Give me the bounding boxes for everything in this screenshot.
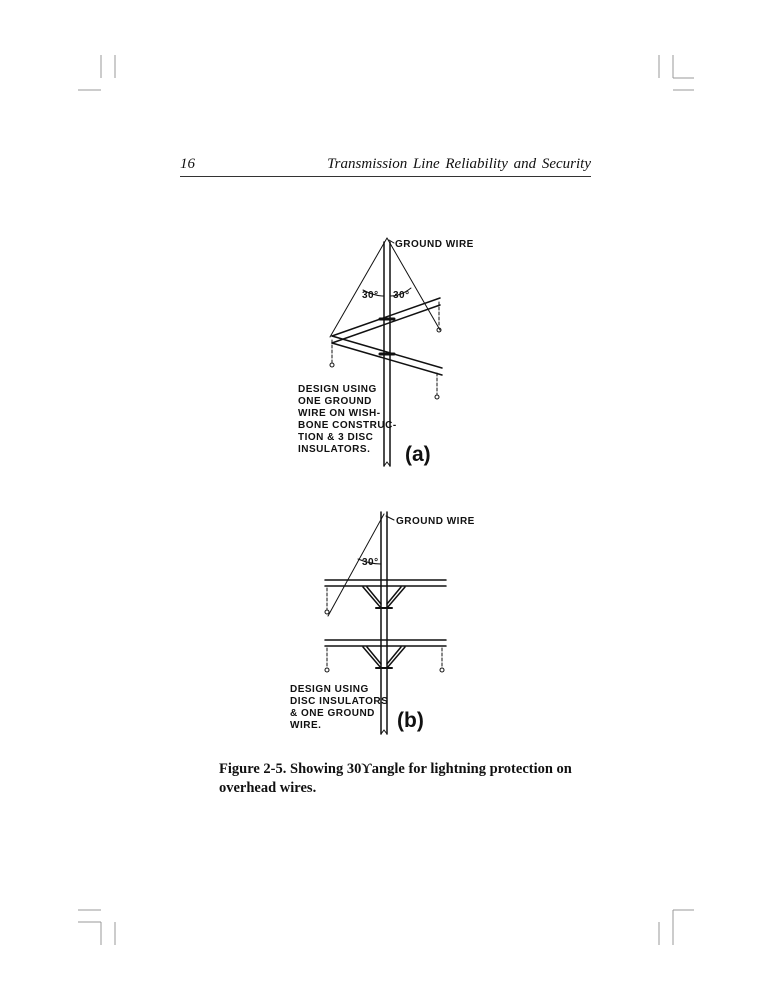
figure-a-wishbone-pole: GROUND WIRE 30° 30° DESIGN USING ONE GRO… — [298, 237, 474, 467]
svg-text:INSULATORS.: INSULATORS. — [298, 444, 370, 455]
svg-text:WIRE.: WIRE. — [290, 720, 321, 731]
svg-text:DISC INSULATORS: DISC INSULATORS — [290, 696, 388, 707]
svg-text:WIRE ON WISH-: WIRE ON WISH- — [298, 408, 381, 419]
crop-mark-top-right — [658, 55, 694, 91]
angle-label-right: 30° — [393, 290, 410, 301]
svg-text:DESIGN USING: DESIGN USING — [290, 684, 369, 695]
svg-text:& ONE GROUND: & ONE GROUND — [290, 708, 375, 719]
svg-text:DESIGN USING: DESIGN USING — [298, 384, 377, 395]
figure-b-crossarm-pole: GROUND WIRE 30° DESIGN USING DISC INSULA… — [290, 511, 475, 735]
description-a: DESIGN USING ONE GROUND WIRE ON WISH- BO… — [298, 384, 397, 455]
figure-caption: Figure 2-5. Showing 30ϒangle for lightni… — [219, 760, 579, 798]
panel-label-b: (b) — [397, 709, 424, 732]
header-rule — [180, 176, 591, 177]
svg-text:BONE CONSTRUC-: BONE CONSTRUC- — [298, 420, 397, 431]
angle-label-b: 30° — [362, 557, 379, 568]
crop-mark-top-left — [78, 55, 116, 91]
running-title: Transmission Line Reliability and Securi… — [327, 156, 591, 172]
description-b: DESIGN USING DISC INSULATORS & ONE GROUN… — [290, 684, 388, 731]
crop-mark-bottom-right — [658, 909, 694, 945]
svg-text:ONE GROUND: ONE GROUND — [298, 396, 372, 407]
ground-wire-label: GROUND WIRE — [395, 239, 474, 250]
panel-label-a: (a) — [405, 443, 431, 466]
page-number: 16 — [180, 156, 195, 172]
caption-line-2: overhead wires. — [219, 780, 317, 796]
ground-wire-label-b: GROUND WIRE — [396, 516, 475, 527]
crop-mark-bottom-left — [78, 909, 116, 945]
caption-line-1: Figure 2-5. Showing 30ϒangle for lightni… — [219, 761, 572, 777]
angle-label-left: 30° — [362, 290, 379, 301]
svg-text:TION & 3 DISC: TION & 3 DISC — [298, 432, 373, 443]
